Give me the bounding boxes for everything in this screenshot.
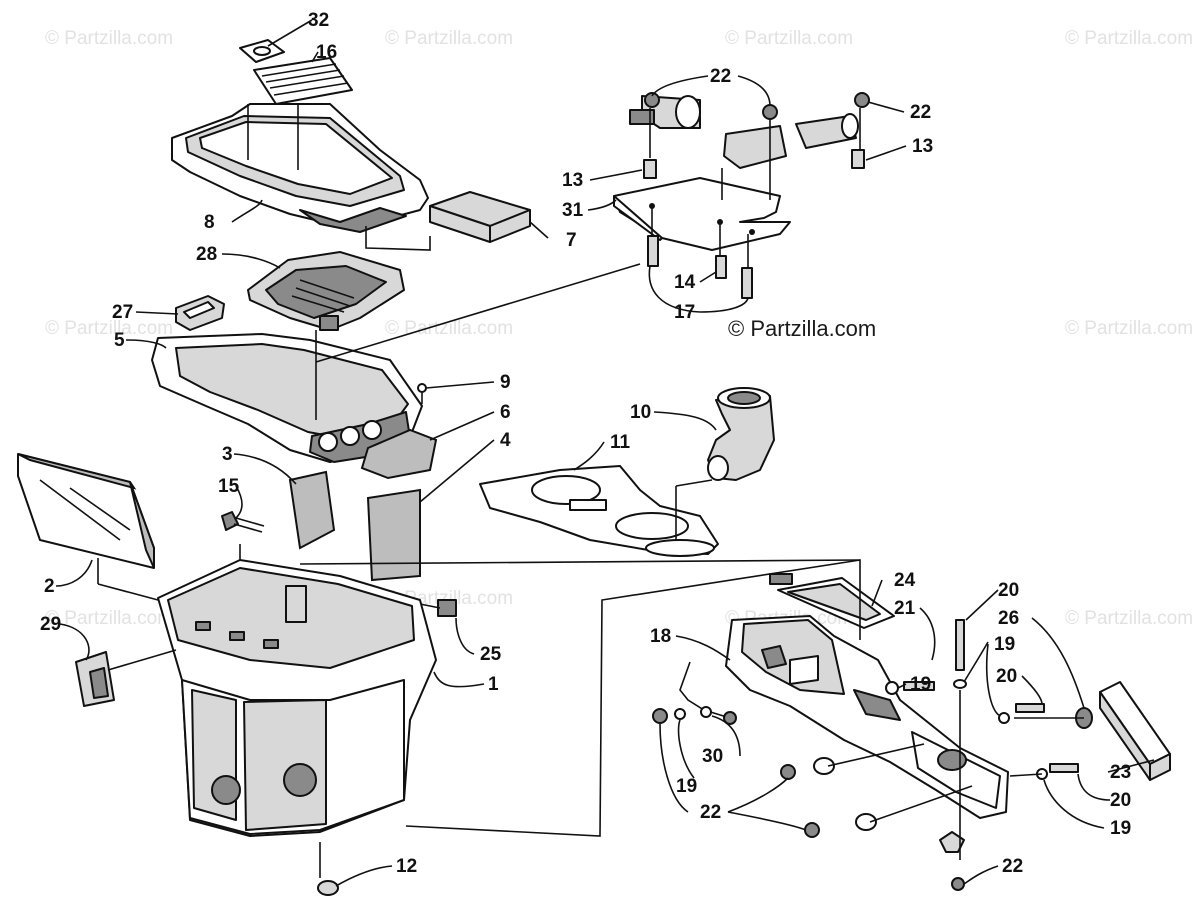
part-10-elbow <box>675 387 775 540</box>
callout-22[interactable]: 22 <box>910 102 931 123</box>
watermark: © Partzilla.com <box>385 28 513 49</box>
callout-17[interactable]: 17 <box>674 302 695 323</box>
callout-19[interactable]: 19 <box>994 634 1015 655</box>
part-16-decal <box>253 57 353 105</box>
callout-3[interactable]: 3 <box>222 444 233 465</box>
callout-23[interactable]: 23 <box>1110 762 1131 783</box>
callout-28[interactable]: 28 <box>196 244 217 265</box>
callout-12[interactable]: 12 <box>396 856 417 877</box>
callout-22[interactable]: 22 <box>1002 856 1023 877</box>
callout-1[interactable]: 1 <box>488 674 499 695</box>
part-25-screw <box>419 599 457 617</box>
part-4-foam <box>366 488 421 582</box>
callout-14[interactable]: 14 <box>674 272 696 293</box>
part-11-plate <box>479 465 719 557</box>
part-1-airbox <box>97 544 437 837</box>
callout-19[interactable]: 19 <box>1110 818 1131 839</box>
callout-13[interactable]: 13 <box>912 136 933 157</box>
callout-15[interactable]: 15 <box>218 476 240 497</box>
callout-8[interactable]: 8 <box>204 212 215 233</box>
callout-10[interactable]: 10 <box>630 402 651 423</box>
callout-16[interactable]: 16 <box>316 42 337 63</box>
watermark: © Partzilla.com <box>385 318 513 339</box>
watermark: © Partzilla.com <box>1065 28 1193 49</box>
part-12-grommet <box>317 842 339 896</box>
part-14-17-bolts <box>647 208 753 299</box>
callout-29[interactable]: 29 <box>40 614 61 635</box>
guide-line <box>299 559 861 565</box>
callout-30[interactable]: 30 <box>702 746 723 767</box>
part-27-grommet <box>175 295 225 331</box>
callout-22[interactable]: 22 <box>710 66 731 87</box>
solenoids <box>629 92 870 200</box>
callout-11[interactable]: 11 <box>610 432 631 453</box>
part-23-filter <box>1099 681 1171 781</box>
callout-19[interactable]: 19 <box>910 674 931 695</box>
watermark: © Partzilla.com <box>45 28 173 49</box>
part-3-foam <box>288 470 336 550</box>
callout-13[interactable]: 13 <box>562 170 583 191</box>
callout-22[interactable]: 22 <box>700 802 721 823</box>
part-29-clip <box>75 649 177 707</box>
callout-20[interactable]: 20 <box>1110 790 1131 811</box>
callout-21[interactable]: 21 <box>894 598 916 619</box>
callout-leaders <box>55 19 1155 887</box>
callout-2[interactable]: 2 <box>44 576 55 597</box>
part-30-hose <box>679 661 737 725</box>
part-8-lid <box>171 103 429 233</box>
callout-7[interactable]: 7 <box>566 230 577 251</box>
callout-18[interactable]: 18 <box>650 626 671 647</box>
callout-26[interactable]: 26 <box>998 608 1019 629</box>
callout-20[interactable]: 20 <box>996 666 1017 687</box>
callout-9[interactable]: 9 <box>500 372 511 393</box>
callout-31[interactable]: 31 <box>562 200 584 221</box>
callout-numbers: 32 16 8 7 28 27 5 9 6 4 3 15 2 29 25 1 1… <box>40 10 1131 877</box>
callout-32[interactable]: 32 <box>308 10 329 31</box>
watermark: © Partzilla.com <box>725 28 853 49</box>
callout-20[interactable]: 20 <box>998 580 1019 601</box>
part-31-bracket <box>613 177 791 251</box>
callout-25[interactable]: 25 <box>480 644 502 665</box>
watermarks: © Partzilla.com © Partzilla.com © Partzi… <box>45 28 1193 629</box>
guide-line <box>405 559 861 837</box>
part-15-screw <box>221 511 265 533</box>
callout-4[interactable]: 4 <box>500 430 511 451</box>
callout-24[interactable]: 24 <box>894 570 916 591</box>
part-2-filter <box>17 453 155 569</box>
watermark: © Partzilla.com <box>45 608 173 629</box>
guide-line <box>315 263 641 363</box>
part-24-seal <box>769 573 895 629</box>
part-6-seal <box>360 428 438 480</box>
callout-5[interactable]: 5 <box>114 330 125 351</box>
part-7-filter <box>365 191 531 251</box>
watermark-main: © Partzilla.com <box>728 316 876 341</box>
callout-27[interactable]: 27 <box>112 302 133 323</box>
part-18-duct <box>725 615 1009 819</box>
watermark: © Partzilla.com <box>1065 318 1193 339</box>
part-32-label <box>239 39 285 63</box>
callout-19[interactable]: 19 <box>676 776 697 797</box>
callout-6[interactable]: 6 <box>500 402 511 423</box>
part-28-baffle <box>247 251 405 331</box>
watermark: © Partzilla.com <box>1065 608 1193 629</box>
watermark: © Partzilla.com <box>45 318 173 339</box>
